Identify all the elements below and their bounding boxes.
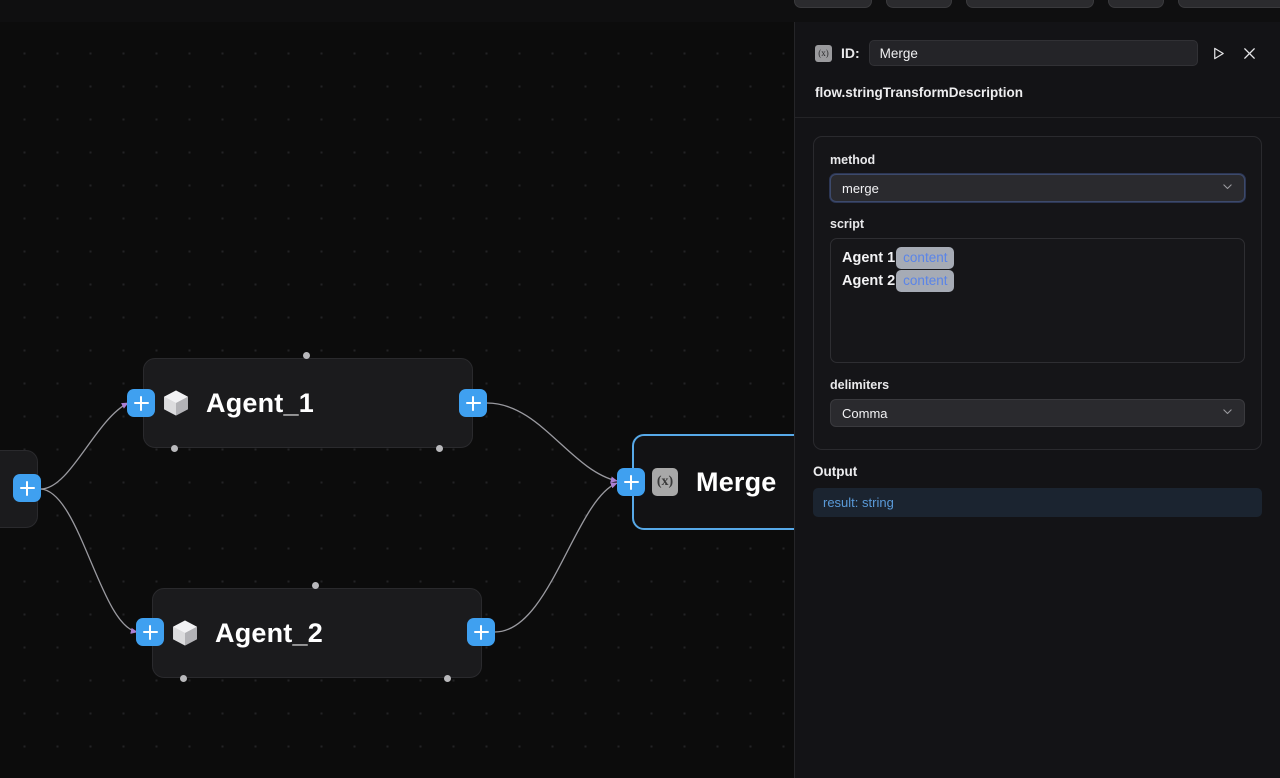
flow-canvas[interactable]: Agent_1 Agent_2 (x) Merg <box>0 0 794 778</box>
toolbar-button-2[interactable] <box>886 0 952 8</box>
id-label: ID: <box>841 45 860 61</box>
toolbar-button-1[interactable] <box>794 0 872 8</box>
toolbar-button-5[interactable] <box>1178 0 1280 8</box>
delimiters-select-value: Comma <box>842 405 888 421</box>
top-toolbar <box>0 0 1280 22</box>
close-icon[interactable] <box>1238 42 1260 64</box>
script-line-text: Agent 1 <box>842 250 896 266</box>
node-inspector-panel: (x) ID: flow.stringTransformDescription <box>794 22 1280 778</box>
script-variable-chip[interactable]: content <box>896 270 955 292</box>
script-editor[interactable]: Agent 1 content Agent 2 content <box>830 238 1245 363</box>
node-agent-1-input-handle[interactable] <box>127 389 155 417</box>
toolbar-button-3[interactable] <box>966 0 1094 8</box>
node-agent-1-output-handle[interactable] <box>459 389 487 417</box>
node-agent-1-resize-bottom-right[interactable] <box>436 445 443 452</box>
spacer <box>830 202 1245 217</box>
field-label-script: script <box>830 217 865 231</box>
method-select[interactable]: merge <box>830 174 1245 202</box>
method-select-value: merge <box>842 180 879 196</box>
spacer <box>830 363 1245 378</box>
id-input[interactable] <box>868 40 1198 66</box>
field-label-delimiters: delimiters <box>830 378 890 392</box>
output-title: Output <box>813 464 858 479</box>
toolbar-button-4[interactable] <box>1108 0 1164 8</box>
node-agent-1-resize-bottom-left[interactable] <box>171 445 178 452</box>
fx-icon: (x) <box>652 468 678 496</box>
fx-icon: (x) <box>815 44 832 62</box>
delimiters-select[interactable]: Comma <box>830 399 1245 427</box>
node-merge-input-handle[interactable] <box>617 468 645 496</box>
script-line: Agent 2 content <box>842 270 1233 292</box>
output-section: Output result: string <box>795 450 1280 517</box>
node-agent-2[interactable]: Agent_2 <box>152 588 482 678</box>
node-agent-2-input-handle[interactable] <box>136 618 164 646</box>
node-agent-2-output-handle[interactable] <box>467 618 495 646</box>
script-line-text: Agent 2 <box>842 273 896 289</box>
cube-icon <box>170 618 200 648</box>
id-row: (x) ID: <box>815 40 1260 66</box>
script-variable-chip[interactable]: content <box>896 247 955 269</box>
node-agent-2-resize-top[interactable] <box>312 582 319 589</box>
node-agent-2-resize-bottom-left[interactable] <box>180 675 187 682</box>
node-agent-2-label: Agent_2 <box>215 617 323 648</box>
output-value: result: string <box>813 488 1262 517</box>
parameters-card: method merge script Agent 1 content <box>813 136 1262 450</box>
inspector-body: method merge script Agent 1 content <box>795 118 1280 450</box>
inspector-header: (x) ID: flow.stringTransformDescription <box>795 22 1280 100</box>
start-node-output-handle[interactable] <box>13 474 41 502</box>
node-agent-1-label: Agent_1 <box>206 387 314 418</box>
node-agent-2-resize-bottom-right[interactable] <box>444 675 451 682</box>
field-label-method: method <box>830 153 876 167</box>
panel-subtitle: flow.stringTransformDescription <box>815 85 1024 100</box>
chevron-down-icon <box>1221 405 1234 421</box>
top-toolbar-buttons <box>794 0 1280 8</box>
node-agent-1[interactable]: Agent_1 <box>143 358 473 448</box>
node-merge[interactable]: (x) Merge <box>632 434 794 530</box>
node-merge-label: Merge <box>696 466 777 497</box>
script-line: Agent 1 content <box>842 247 1233 269</box>
panel-divider <box>795 117 1280 118</box>
node-agent-1-resize-top[interactable] <box>303 352 310 359</box>
cube-icon <box>161 388 191 418</box>
play-icon[interactable] <box>1207 42 1229 64</box>
chevron-down-icon <box>1221 180 1234 196</box>
